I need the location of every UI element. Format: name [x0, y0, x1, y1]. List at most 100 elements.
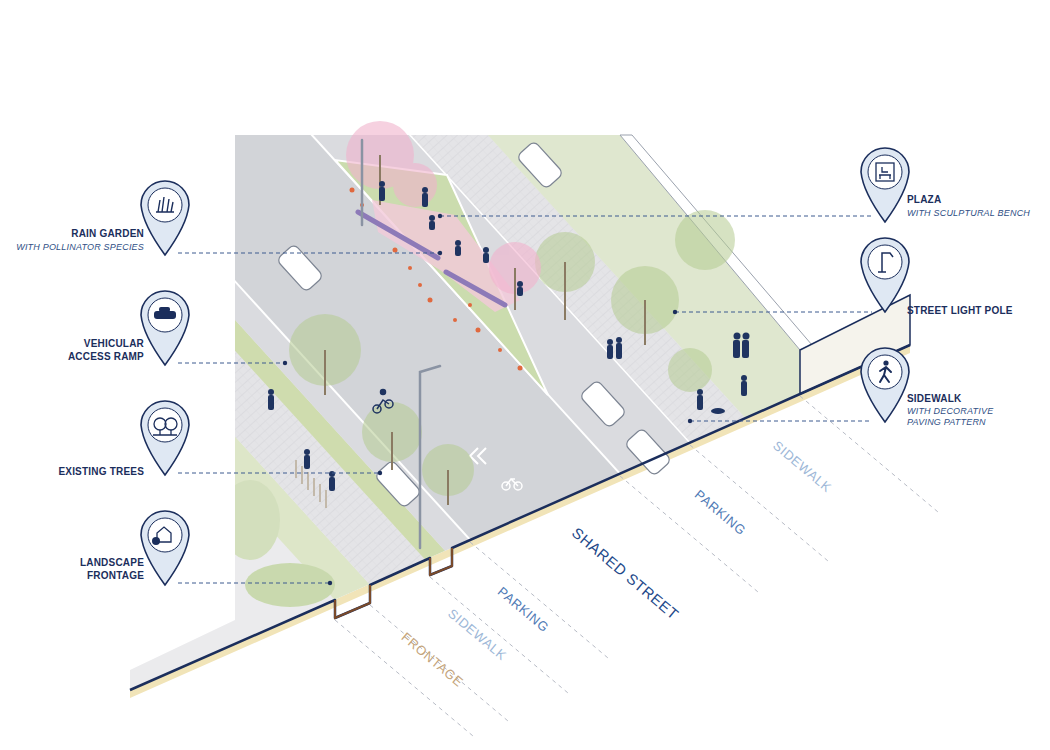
- leader-dot: [378, 471, 382, 475]
- leader-dot: [328, 581, 332, 585]
- chevron-marking: [478, 448, 486, 464]
- callout-pin: [861, 238, 909, 312]
- pollinator-flowers: [350, 188, 355, 193]
- callout-heading: EXISTING TREES: [58, 466, 144, 479]
- callout-pin: [861, 348, 909, 422]
- leader-line: [178, 583, 330, 584]
- callout-pin: [141, 401, 189, 475]
- section-label: FRONTAGE: [398, 629, 467, 690]
- callout-pin: [141, 511, 189, 585]
- leader-dot: [283, 361, 287, 365]
- callout-pin: [879, 167, 891, 179]
- callout-pin: [141, 181, 189, 255]
- people: [268, 389, 274, 395]
- callout-heading: SIDEWALK: [907, 393, 961, 406]
- callout-heading: PLAZA: [907, 194, 941, 207]
- callout-heading: LANDSCAPE FRONTAGE: [64, 557, 144, 582]
- fence: [313, 478, 315, 496]
- people: [711, 408, 725, 414]
- leader-line: [675, 312, 872, 313]
- people: [733, 340, 740, 358]
- callout-heading: RAIN GARDEN: [71, 228, 144, 241]
- fence: [325, 490, 327, 508]
- people: [329, 477, 335, 491]
- cyclist: [377, 400, 389, 409]
- people: [304, 455, 310, 469]
- people: [455, 240, 461, 246]
- section-label: SIDEWALK: [769, 438, 834, 496]
- callout-pin: [141, 291, 189, 365]
- pollinator-flowers: [468, 303, 472, 307]
- leader-dot: [438, 214, 442, 218]
- people: [743, 333, 750, 340]
- callout-heading: STREET LIGHT POLE: [907, 305, 1013, 318]
- people: [616, 343, 622, 359]
- people: [607, 339, 613, 345]
- end-block: [800, 295, 910, 394]
- section-cut: [130, 345, 910, 690]
- people: [379, 187, 385, 201]
- curb-line: [280, 100, 844, 720]
- car: [374, 460, 421, 509]
- bike-marking: [502, 479, 522, 490]
- people: [429, 221, 435, 230]
- people: [268, 181, 750, 491]
- pollinator-flowers: [418, 283, 422, 287]
- curb-line: [378, 100, 942, 720]
- callout-pin: [148, 518, 182, 552]
- sculptural-bench: [358, 212, 505, 305]
- people: [742, 340, 749, 358]
- fence: [319, 484, 321, 502]
- leader-line: [178, 216, 872, 583]
- callout-pin: [153, 430, 177, 435]
- people: [517, 287, 523, 296]
- people: [422, 193, 428, 207]
- people: [697, 389, 703, 395]
- callout-pin: [148, 188, 182, 222]
- sculptural-bench: [358, 212, 438, 258]
- pollinator-flowers: [476, 328, 481, 333]
- people: [741, 375, 747, 381]
- callout-pin: [165, 418, 177, 430]
- car: [276, 141, 671, 509]
- callout-pin: [152, 537, 160, 545]
- people: [429, 215, 435, 221]
- pollinator-flowers: [518, 366, 523, 371]
- callout-pin: [141, 401, 189, 475]
- callout-pin: [154, 311, 176, 319]
- callout-pin: [148, 298, 182, 332]
- people: [379, 181, 385, 187]
- fence: [296, 460, 326, 508]
- tree-trunk: [391, 432, 393, 470]
- callout-pin: [156, 197, 174, 212]
- pollinator-flowers: [428, 298, 433, 303]
- tree-pit: [430, 548, 452, 575]
- street-light: [362, 140, 440, 548]
- callout-subtitle: WITH SCULPTURAL BENCH: [907, 208, 1030, 219]
- tree-trunk: [447, 470, 449, 505]
- street-light: [361, 140, 364, 225]
- car: [516, 141, 563, 190]
- fence: [307, 472, 309, 490]
- leader-line: [178, 473, 380, 474]
- people: [455, 246, 461, 256]
- ground-plane: [0, 100, 1050, 720]
- street-light: [420, 366, 440, 548]
- landscape-band: [456, 100, 1050, 720]
- cherry-tree: [346, 121, 541, 294]
- car: [579, 380, 626, 429]
- cyclist: [381, 390, 386, 395]
- tree-trunk: [514, 268, 516, 310]
- callout-pin: [861, 148, 909, 222]
- leader-dot: [438, 251, 442, 255]
- leader-line: [178, 363, 285, 364]
- garden-planting: [245, 563, 335, 607]
- cyclist: [373, 390, 393, 414]
- leader-line: [690, 421, 872, 422]
- callout-pin: [868, 155, 902, 189]
- people: [304, 449, 310, 455]
- leader-dot: [283, 214, 692, 585]
- tree-canopy: [668, 348, 712, 392]
- fence: [295, 460, 297, 478]
